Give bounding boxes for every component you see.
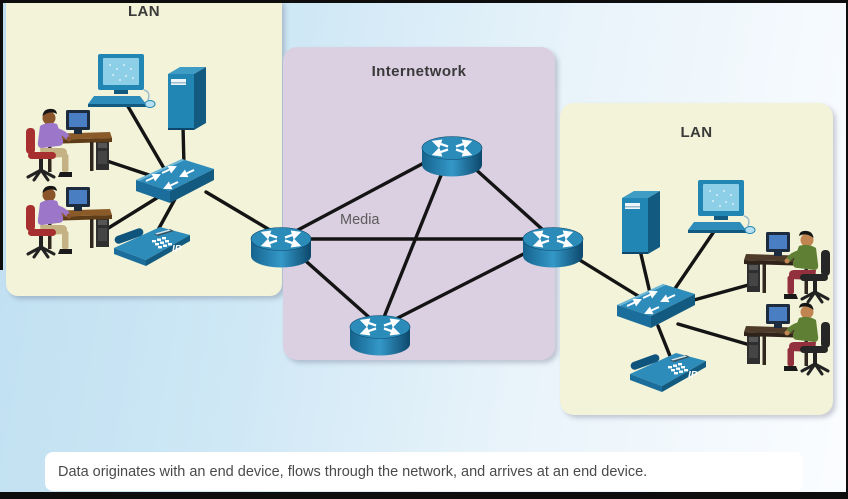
lan-left-label: LAN [127, 3, 161, 20]
desktop-computer-icon [87, 53, 156, 109]
desktop-computer-icon [687, 179, 756, 235]
caption-box: Data originates with an end device, flow… [45, 452, 803, 491]
switch-icon [136, 159, 214, 203]
lan-right-label: LAN [680, 124, 713, 141]
router-icon [422, 137, 482, 177]
network-link [181, 124, 186, 168]
user-workstation-icon [26, 109, 112, 180]
network-link [670, 228, 717, 295]
network-link [100, 194, 162, 234]
network-link [638, 248, 652, 295]
caption-text: Data originates with an end device, flow… [58, 463, 648, 480]
network-link [124, 101, 167, 172]
router-icon [251, 228, 311, 268]
internetwork-label: Internetwork [371, 63, 467, 80]
router-icon [350, 316, 410, 356]
frame-border [0, 0, 3, 270]
network-link [378, 146, 454, 329]
media-label: Media [340, 212, 380, 228]
connection-lines [100, 101, 754, 358]
frame-border [0, 492, 848, 499]
network-link [692, 282, 754, 302]
user-workstation-icon [744, 303, 830, 374]
network-link [102, 158, 154, 178]
ip-phone-icon [629, 353, 706, 392]
network-link [676, 322, 752, 347]
network-link [656, 324, 672, 358]
server-icon [622, 191, 660, 254]
server-icon [168, 67, 206, 130]
frame-border [846, 0, 848, 499]
ip-phone-icon [113, 227, 190, 266]
network-link [156, 197, 177, 232]
user-workstation-icon [26, 186, 112, 257]
router-icon [523, 228, 583, 268]
frame-border [0, 0, 848, 3]
topology-drawing: IP [0, 53, 848, 392]
user-workstation-icon [744, 231, 830, 302]
